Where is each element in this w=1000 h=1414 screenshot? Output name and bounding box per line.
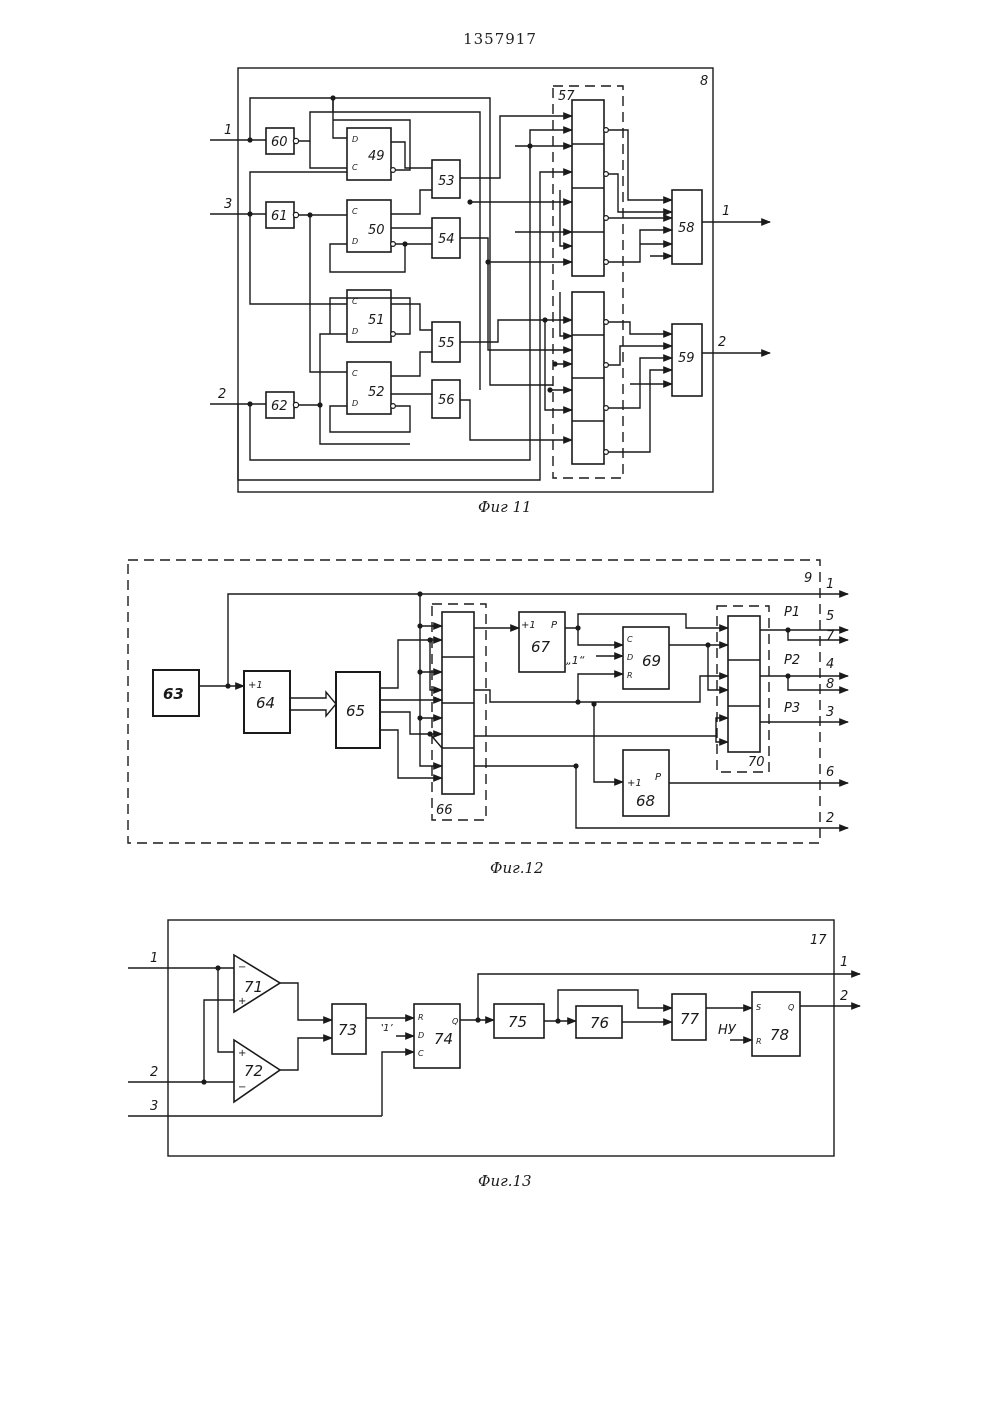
svg-text:77: 77: [680, 1010, 700, 1028]
svg-text:C: C: [352, 369, 358, 378]
fig12-output-1: 1: [826, 577, 834, 592]
svg-text:S: S: [756, 1003, 761, 1012]
svg-text:+1: +1: [627, 778, 642, 789]
fig11-frame-label: 8: [700, 74, 708, 89]
svg-text:+1: +1: [248, 680, 263, 691]
svg-text:61: 61: [271, 209, 288, 224]
fig13-diagram: 17 1 2 3 − + 71 + − 72 73 R D C Q 74 ‛1’: [128, 920, 860, 1190]
svg-text:52: 52: [368, 385, 385, 400]
svg-text:−: −: [238, 1082, 246, 1093]
svg-text:56: 56: [438, 393, 455, 408]
svg-text:66: 66: [436, 803, 453, 818]
svg-text:Q: Q: [788, 1003, 794, 1012]
fig13-output-1: 1: [840, 955, 848, 970]
svg-text:C: C: [418, 1049, 424, 1058]
fig12-output-3: 3: [826, 705, 834, 720]
fig12-output-4: 4: [826, 657, 834, 672]
svg-text:50: 50: [368, 223, 385, 238]
fig11-input-3: 3: [224, 197, 232, 212]
svg-text:54: 54: [438, 232, 455, 247]
svg-text:70: 70: [748, 755, 765, 770]
svg-text:D: D: [352, 327, 358, 336]
fig12-output-8: 8: [826, 677, 834, 692]
fig13-input-1: 1: [150, 951, 158, 966]
fig12-diagram: 9 63 +1 64 65 1 66: [128, 560, 848, 877]
svg-text:69: 69: [642, 652, 661, 670]
svg-text:R: R: [756, 1037, 762, 1046]
svg-text:P: P: [551, 620, 558, 631]
svg-text:55: 55: [438, 336, 455, 351]
svg-text:73: 73: [338, 1021, 357, 1039]
fig13-caption: Фиг.13: [478, 1172, 532, 1190]
svg-text:62: 62: [271, 399, 288, 414]
svg-text:+: +: [238, 996, 246, 1007]
fig12-caption: Фиг.12: [490, 859, 544, 877]
svg-text:D: D: [418, 1031, 424, 1040]
svg-text:72: 72: [244, 1062, 263, 1080]
fig11-caption: Фиг 11: [478, 498, 532, 516]
fig11-input-2: 2: [218, 387, 226, 402]
svg-text:D: D: [352, 237, 358, 246]
fig12-output-2: 2: [826, 811, 834, 826]
fig12-block-70: [728, 616, 760, 752]
svg-text:60: 60: [271, 135, 288, 150]
svg-text:68: 68: [636, 792, 655, 810]
fig11-frame: [238, 68, 713, 492]
fig11-input-1: 1: [224, 123, 232, 138]
svg-text:P: P: [655, 772, 662, 783]
svg-text:C: C: [627, 635, 633, 644]
fig12-output-6: 6: [826, 765, 834, 780]
svg-text:+1: +1: [521, 620, 536, 631]
svg-text:65: 65: [346, 702, 365, 720]
svg-text:−: −: [238, 962, 246, 973]
fig13-block-78: [752, 992, 800, 1056]
fig13-input-2: 2: [150, 1065, 158, 1080]
svg-text:D: D: [627, 653, 633, 662]
fig13-one-label: ‛1’: [380, 1023, 394, 1034]
svg-text:76: 76: [590, 1014, 609, 1032]
fig11-diagram: 8 57 1 60 3 61 2 62 D C 49 C D 50 C: [210, 68, 770, 516]
svg-text:74: 74: [434, 1030, 453, 1048]
svg-text:D: D: [352, 399, 358, 408]
svg-text:67: 67: [531, 638, 551, 656]
fig13-input-3: 3: [150, 1099, 158, 1114]
fig13-output-2: 2: [840, 989, 848, 1004]
svg-text:63: 63: [163, 685, 184, 703]
svg-text:64: 64: [256, 694, 275, 712]
fig12-p3-label: P3: [784, 701, 800, 716]
svg-text:78: 78: [770, 1026, 789, 1044]
svg-text:R: R: [627, 671, 633, 680]
fig12-p1-label: P1: [784, 605, 800, 620]
svg-text:58: 58: [678, 221, 695, 236]
fig13-frame-label: 17: [810, 933, 827, 948]
svg-text:49: 49: [368, 149, 385, 164]
svg-text:71: 71: [244, 978, 263, 996]
svg-text:C: C: [352, 207, 358, 216]
svg-text:75: 75: [508, 1013, 527, 1031]
fig11-output-2: 2: [718, 335, 726, 350]
fig12-output-5: 5: [826, 609, 834, 624]
svg-text:59: 59: [678, 351, 695, 366]
svg-text:C: C: [352, 163, 358, 172]
fig11-output-1: 1: [722, 204, 730, 219]
fig12-p2-label: P2: [784, 653, 800, 668]
svg-text:+: +: [238, 1048, 246, 1059]
fig12-frame-label: 9: [804, 571, 812, 586]
fig13-nu-label: НУ: [718, 1023, 737, 1038]
svg-text:51: 51: [368, 313, 385, 328]
fig12-one-label: „1“: [566, 654, 585, 667]
svg-text:D: D: [352, 135, 358, 144]
fig12-output-7: 7: [826, 629, 835, 644]
svg-text:R: R: [418, 1013, 424, 1022]
svg-text:Q: Q: [452, 1017, 458, 1026]
svg-text:53: 53: [438, 174, 455, 189]
